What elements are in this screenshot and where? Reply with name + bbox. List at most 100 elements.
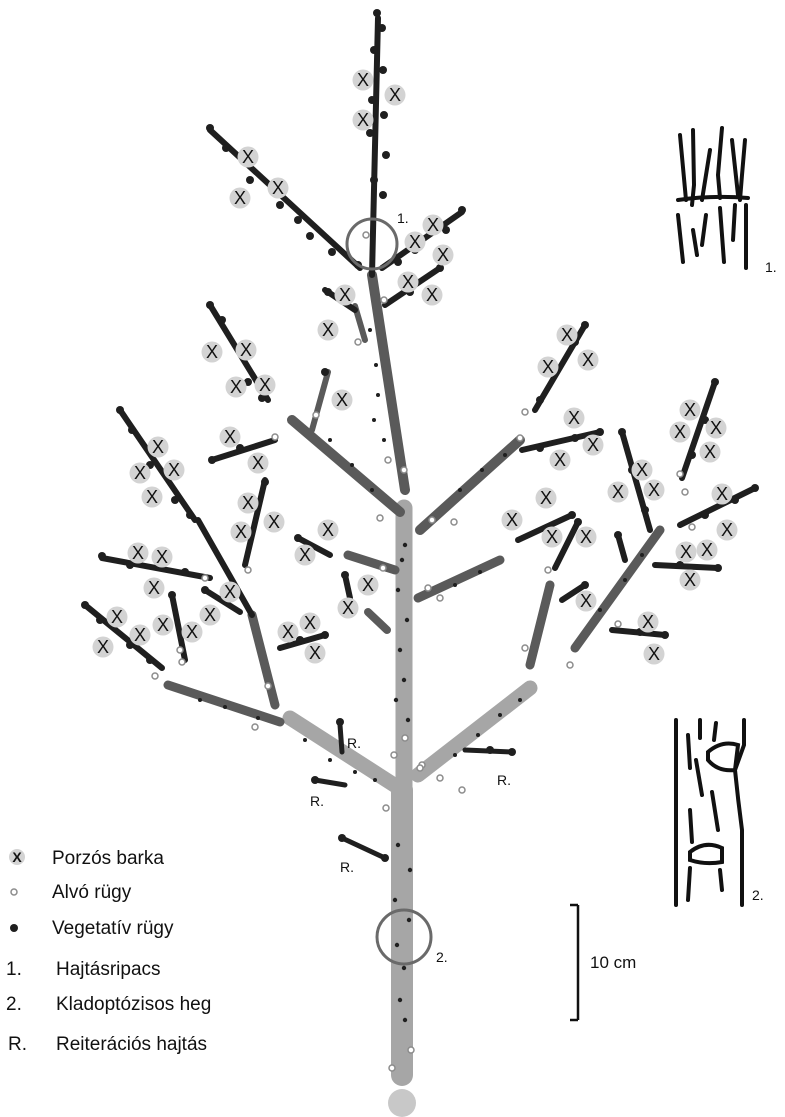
catkin-mark: X xyxy=(557,325,578,346)
svg-text:X: X xyxy=(252,453,264,473)
svg-text:X: X xyxy=(111,607,123,627)
catkin-mark: X xyxy=(231,522,252,543)
catkin-mark: X xyxy=(676,542,697,563)
svg-text:X: X xyxy=(542,357,554,377)
catkin-mark: X xyxy=(264,512,285,533)
catkin-mark: X xyxy=(680,400,701,421)
svg-text:X: X xyxy=(152,437,164,457)
catkin-mark: X xyxy=(542,527,563,548)
svg-text:X: X xyxy=(12,849,22,865)
svg-text:X: X xyxy=(268,512,280,532)
catkin-mark: X xyxy=(255,375,276,396)
svg-text:X: X xyxy=(612,482,624,502)
svg-text:X: X xyxy=(240,340,252,360)
svg-text:X: X xyxy=(580,591,592,611)
svg-text:X: X xyxy=(230,377,242,397)
svg-text:X: X xyxy=(636,460,648,480)
svg-text:X: X xyxy=(721,520,733,540)
svg-text:X: X xyxy=(701,540,713,560)
svg-text:X: X xyxy=(97,637,109,657)
svg-text:X: X xyxy=(309,643,321,663)
legend-label-dormant: Alvó rügy xyxy=(52,882,132,903)
svg-text:X: X xyxy=(234,188,246,208)
svg-text:X: X xyxy=(186,622,198,642)
svg-text:X: X xyxy=(156,547,168,567)
svg-text:X: X xyxy=(224,427,236,447)
svg-text:X: X xyxy=(357,70,369,90)
svg-text:X: X xyxy=(242,147,254,167)
svg-text:X: X xyxy=(282,622,294,642)
catkin-mark: X xyxy=(164,460,185,481)
svg-text:X: X xyxy=(568,408,580,428)
svg-text:X: X xyxy=(304,613,316,633)
catkin-mark: X xyxy=(564,408,585,429)
catkin-mark: X xyxy=(93,637,114,658)
inset-1-label: 1. xyxy=(765,259,777,275)
svg-text:X: X xyxy=(409,232,421,252)
svg-text:X: X xyxy=(546,527,558,547)
svg-text:X: X xyxy=(134,625,146,645)
svg-text:X: X xyxy=(680,542,692,562)
catkin-mark: X xyxy=(318,320,339,341)
svg-text:X: X xyxy=(134,463,146,483)
svg-text:X: X xyxy=(684,400,696,420)
legend-catkin-icon: X xyxy=(9,849,25,865)
svg-text:X: X xyxy=(704,442,716,462)
catkin-mark: X xyxy=(405,232,426,253)
svg-text:X: X xyxy=(582,350,594,370)
reiteration-label-1: R. xyxy=(347,735,361,751)
catkin-mark: X xyxy=(353,70,374,91)
catkin-mark: X xyxy=(226,377,247,398)
catkin-mark: X xyxy=(238,147,259,168)
svg-text:X: X xyxy=(540,488,552,508)
catkin-mark: X xyxy=(644,644,665,665)
legend-label-cladoptosis: Kladoptózisos heg xyxy=(56,994,211,1015)
inset-2-label: 2. xyxy=(752,887,764,903)
catkin-mark: X xyxy=(238,493,259,514)
legend-dormant-bud-icon xyxy=(11,889,17,895)
svg-text:X: X xyxy=(587,435,599,455)
legend-symbol-r: R. xyxy=(8,1034,27,1055)
inset-cladoptosis-scar xyxy=(676,720,744,905)
svg-text:X: X xyxy=(580,527,592,547)
legend-symbol-2: 2. xyxy=(6,994,22,1015)
catkin-mark: X xyxy=(700,442,721,463)
catkin-mark: X xyxy=(220,427,241,448)
catkin-mark: X xyxy=(200,605,221,626)
svg-text:X: X xyxy=(322,320,334,340)
svg-text:X: X xyxy=(146,487,158,507)
catkin-mark: X xyxy=(697,540,718,561)
svg-text:X: X xyxy=(561,325,573,345)
catkin-mark: X xyxy=(608,482,629,503)
svg-text:X: X xyxy=(322,520,334,540)
svg-text:X: X xyxy=(648,644,660,664)
catkin-mark: X xyxy=(638,612,659,633)
catkin-mark: X xyxy=(332,390,353,411)
legend-label-catkin: Porzós barka xyxy=(52,848,164,869)
catkin-mark: X xyxy=(398,272,419,293)
catkin-mark: X xyxy=(536,488,557,509)
svg-text:X: X xyxy=(168,460,180,480)
catkin-mark: X xyxy=(130,463,151,484)
cladoptosis-scar-label: 2. xyxy=(436,949,448,965)
legend-label-reiteration: Reiterációs hajtás xyxy=(56,1034,207,1055)
svg-text:X: X xyxy=(684,570,696,590)
catkin-mark: X xyxy=(335,285,356,306)
catkin-mark: X xyxy=(305,643,326,664)
catkin-mark: X xyxy=(583,435,604,456)
catkin-mark: X xyxy=(385,85,406,106)
scale-bar xyxy=(570,905,578,1020)
svg-text:X: X xyxy=(716,484,728,504)
catkin-mark: X xyxy=(644,480,665,501)
catkin-mark: X xyxy=(576,527,597,548)
svg-text:X: X xyxy=(259,375,271,395)
catkin-mark: X xyxy=(433,245,454,266)
legend-label-shoot-scar: Hajtásripacs xyxy=(56,959,161,980)
reiteration-label-2: R. xyxy=(310,793,324,809)
catkin-mark: X xyxy=(576,591,597,612)
catkin-mark: X xyxy=(268,178,289,199)
catkin-mark: X xyxy=(107,607,128,628)
catkin-mark: X xyxy=(353,110,374,131)
svg-text:X: X xyxy=(272,178,284,198)
catkin-mark: X xyxy=(144,578,165,599)
